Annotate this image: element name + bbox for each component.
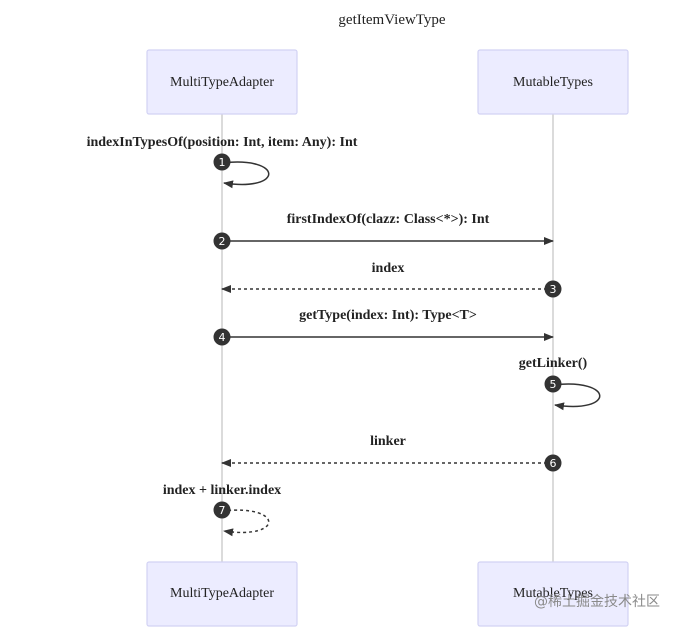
message-arrow <box>221 161 270 189</box>
step-badge <box>213 501 231 519</box>
step-badge <box>544 280 562 298</box>
step-badge <box>213 153 231 171</box>
message-arrow <box>221 509 270 537</box>
step-badge <box>544 375 562 393</box>
step-badge <box>213 232 231 250</box>
message-label: firstIndexOf(clazz: Class<*>): Int <box>287 212 490 227</box>
step-number: 2 <box>219 235 226 248</box>
message-label: getLinker() <box>519 356 588 371</box>
step-number: 4 <box>219 331 226 344</box>
message-label: linker <box>370 434 406 449</box>
step-number: 6 <box>550 457 557 470</box>
watermark-text: @稀土掘金技术社区 <box>534 594 660 610</box>
message-label: index + linker.index <box>163 483 281 498</box>
participant-mutabletypes-bottom: MutableTypes <box>477 561 629 627</box>
step-number: 5 <box>550 378 557 391</box>
step-badge <box>213 328 231 346</box>
message-5: getLinker() 5 <box>519 356 601 411</box>
message-4: getType(index: Int): Type<T> 4 <box>213 308 554 346</box>
participant-multitypeadapter-bottom: MultiTypeAdapter <box>146 561 298 627</box>
step-number: 7 <box>219 504 226 517</box>
message-2: firstIndexOf(clazz: Class<*>): Int 2 <box>213 212 554 250</box>
participant-mutabletypes-top: MutableTypes <box>477 49 629 115</box>
participant-label: MutableTypes <box>513 586 593 601</box>
step-badge <box>544 454 562 472</box>
message-arrow <box>552 383 601 411</box>
participant-label: MultiTypeAdapter <box>170 75 274 90</box>
message-label: getType(index: Int): Type<T> <box>299 308 477 323</box>
step-number: 1 <box>219 156 226 169</box>
message-7: index + linker.index 7 <box>163 483 281 537</box>
message-label: indexInTypesOf(position: Int, item: Any)… <box>87 135 358 150</box>
message-1: indexInTypesOf(position: Int, item: Any)… <box>87 135 358 189</box>
diagram-title: getItemViewType <box>338 12 446 28</box>
message-label: index <box>372 261 405 276</box>
participant-label: MultiTypeAdapter <box>170 586 274 601</box>
participant-label: MutableTypes <box>513 75 593 90</box>
message-6: linker 6 <box>221 434 562 472</box>
message-3: index 3 <box>221 261 562 298</box>
participant-multitypeadapter-top: MultiTypeAdapter <box>146 49 298 115</box>
step-number: 3 <box>550 283 557 296</box>
